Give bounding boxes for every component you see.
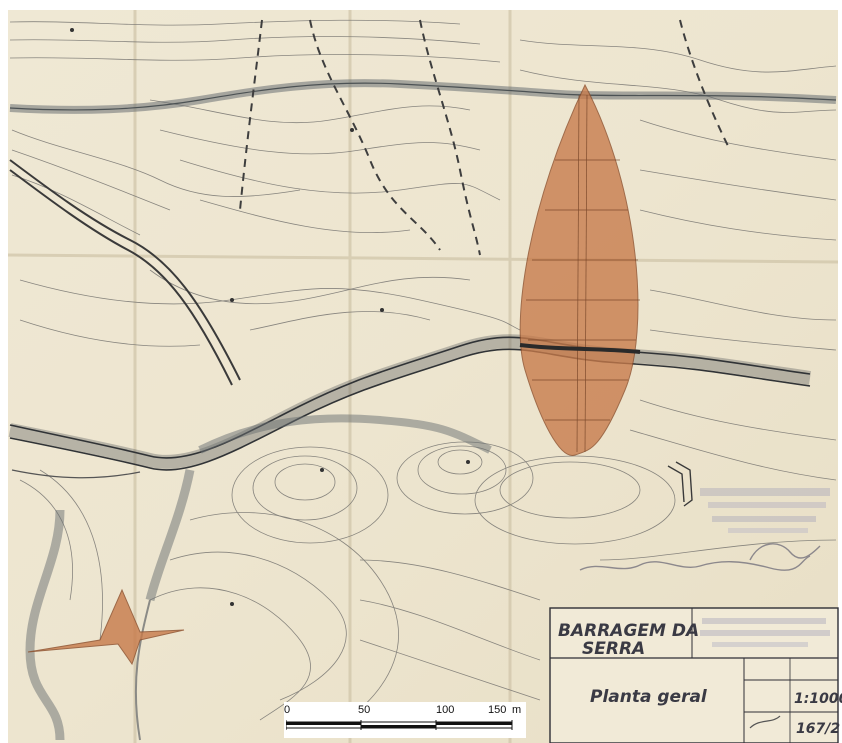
- drawing-scale: 1:1000: [794, 691, 842, 707]
- project-name-line-2: SERRA: [582, 639, 645, 659]
- title-block: BARRAGEM DA SERRA Planta geral 1:1000 16…: [549, 607, 842, 743]
- contour-lines: [9, 19, 837, 726]
- title-block-signature: [749, 715, 781, 729]
- scale-bar-graphic: [286, 720, 513, 730]
- scale-tick-100: 100: [436, 704, 455, 716]
- upper-stream: [9, 79, 837, 114]
- access-road: [667, 461, 693, 507]
- scale-tick-0: 0: [284, 704, 291, 716]
- scale-tick-150: 150: [488, 704, 507, 716]
- scale-unit: m: [512, 704, 522, 716]
- spot-heights: [70, 28, 470, 606]
- project-name-line-1: BARRAGEM DA: [558, 621, 699, 641]
- cofferdam-overlay: [27, 588, 185, 666]
- drawing-title: Planta geral: [590, 687, 708, 707]
- river-valley: [8, 334, 812, 741]
- sheet-number: 167/2: [796, 721, 840, 737]
- approval-stamp: [700, 488, 830, 533]
- scale-bar: 0 50 100 150 m: [284, 702, 526, 738]
- dam-overlay: [519, 83, 641, 456]
- dashed-trails: [239, 19, 731, 256]
- scale-tick-50: 50: [358, 704, 371, 716]
- road: [9, 159, 241, 386]
- handwritten-signature: [579, 543, 821, 571]
